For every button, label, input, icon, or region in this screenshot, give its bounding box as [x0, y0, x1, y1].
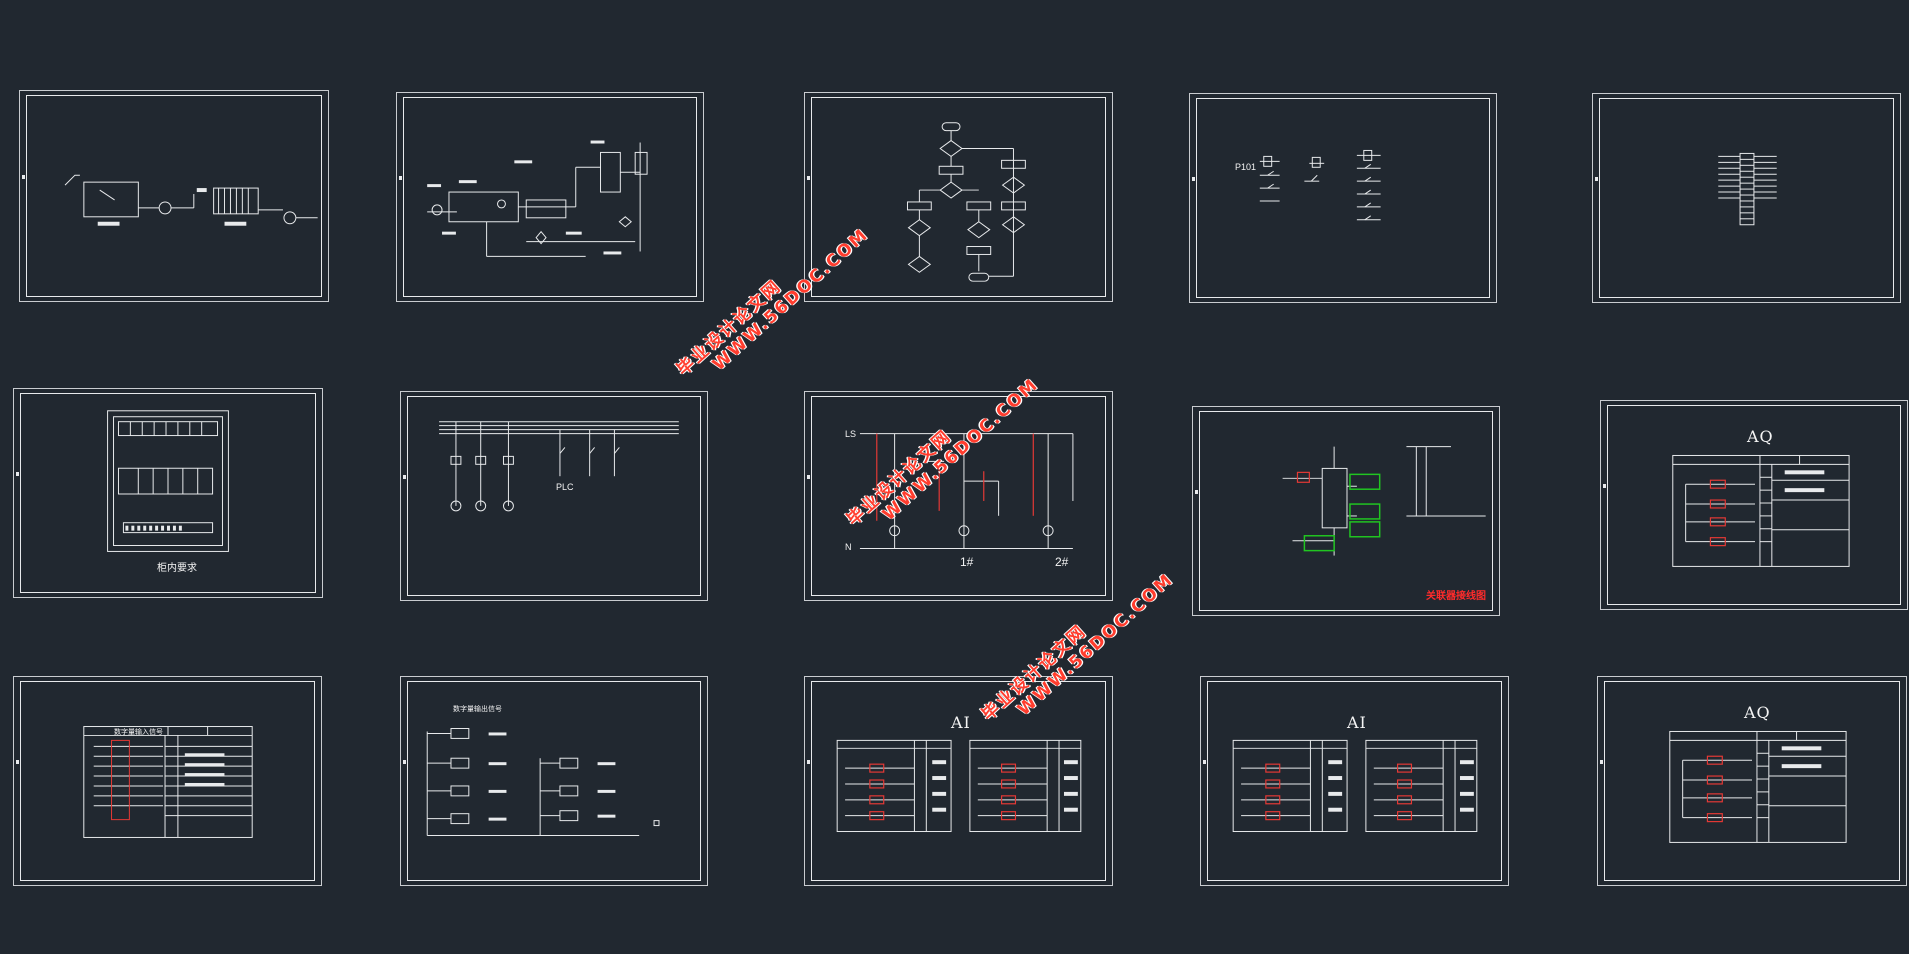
sheet-title-ai: AI: [951, 713, 971, 732]
sheet-frame: [20, 681, 315, 881]
sheet-tick: [807, 760, 810, 765]
drawing-sheet-aq-2[interactable]: AQ: [1597, 676, 1907, 886]
line-label-n: N: [845, 542, 852, 552]
sheet-tick: [16, 472, 19, 477]
sheet-tick: [399, 176, 402, 181]
sheet-tick: [1192, 177, 1195, 182]
process-flow-diagram: [64, 174, 318, 226]
drawing-sheet-control-circuit[interactable]: LS N 1# 2#: [804, 391, 1113, 601]
analog-input-tables: [1232, 739, 1478, 833]
sheet-tick: [1600, 760, 1603, 765]
cabinet-drawing: [107, 410, 229, 552]
plc-label: PLC: [556, 482, 574, 492]
sheet-title-aq: AQ: [1744, 703, 1771, 722]
analog-output-table: [1669, 730, 1847, 843]
sheet-frame: [1207, 681, 1502, 881]
sheet-tick: [1195, 490, 1198, 495]
sheet-tick: [807, 475, 810, 480]
sheet-frame: [811, 681, 1106, 881]
digital-output-wiring: [426, 728, 660, 836]
drawing-sheet-relay-wiring[interactable]: 关联器接线图: [1192, 406, 1500, 616]
cabinet-caption: 柜内要求: [157, 563, 197, 574]
sheet-tick: [22, 175, 25, 179]
control-flowchart: [906, 122, 1026, 282]
drawing-sheet-process-flow[interactable]: [19, 90, 329, 302]
motor-label-1: 1#: [960, 555, 974, 569]
line-label-ls: LS: [845, 429, 857, 439]
contact-symbols: [1259, 149, 1381, 221]
sheet-tick: [1595, 177, 1598, 182]
sheet-tick: [16, 760, 19, 765]
drawing-sheet-pid[interactable]: [396, 92, 704, 302]
analog-input-tables: [836, 739, 1082, 833]
sheet-frame: [26, 95, 322, 297]
sheet-frame: [407, 396, 701, 596]
drawing-sheet-ai-1[interactable]: AI: [804, 676, 1113, 886]
sheet-tick: [403, 760, 406, 765]
relay-wiring-diagram: [1282, 446, 1486, 556]
sheet-frame: [407, 681, 701, 881]
sheet-frame: [403, 97, 697, 297]
sheet-title-ai: AI: [1347, 713, 1367, 732]
table-header-di: 数字量输入信号: [114, 729, 163, 736]
terminal-strip: [1718, 152, 1777, 226]
sheet-frame: [811, 396, 1106, 596]
piping-diagram: [427, 140, 648, 257]
sheet-frame: [1199, 411, 1493, 611]
drawing-sheet-digital-output[interactable]: 数字量输出信号: [400, 676, 708, 886]
drawing-sheet-aq-1[interactable]: AQ: [1600, 400, 1908, 610]
sheet-tick: [403, 475, 406, 480]
instrument-tag: P101: [1235, 162, 1257, 172]
table-header-do: 数字量输出信号: [453, 706, 502, 713]
sheet-frame: [1604, 681, 1900, 881]
drawing-sheet-ai-2[interactable]: AI: [1200, 676, 1509, 886]
digital-input-table: [83, 726, 253, 838]
power-circuit: [439, 421, 679, 512]
sheet-frame: [811, 97, 1106, 297]
sheet-tick: [807, 176, 810, 181]
drawing-sheet-terminal-list[interactable]: [1592, 93, 1901, 303]
sheet-frame: [20, 393, 316, 593]
sheet-frame: [1607, 405, 1901, 605]
sheet-title-aq: AQ: [1747, 427, 1774, 446]
drawing-sheet-relay-contacts[interactable]: P101: [1189, 93, 1497, 303]
drawing-sheet-cabinet-layout[interactable]: 柜内要求: [13, 388, 323, 598]
sheet-tick: [1203, 760, 1206, 765]
sheet-tick: [1603, 484, 1606, 489]
relay-wiring-caption: 关联器接线图: [1426, 591, 1486, 602]
analog-output-table: [1672, 454, 1850, 567]
ladder-diagram: [859, 433, 1074, 549]
motor-label-2: 2#: [1055, 555, 1069, 569]
drawing-sheet-flowchart[interactable]: [804, 92, 1113, 302]
drawing-sheet-main-circuit[interactable]: PLC: [400, 391, 708, 601]
drawing-sheet-digital-input[interactable]: 数字量输入信号: [13, 676, 322, 886]
sheet-frame: [1196, 98, 1490, 298]
sheet-frame: [1599, 98, 1894, 298]
